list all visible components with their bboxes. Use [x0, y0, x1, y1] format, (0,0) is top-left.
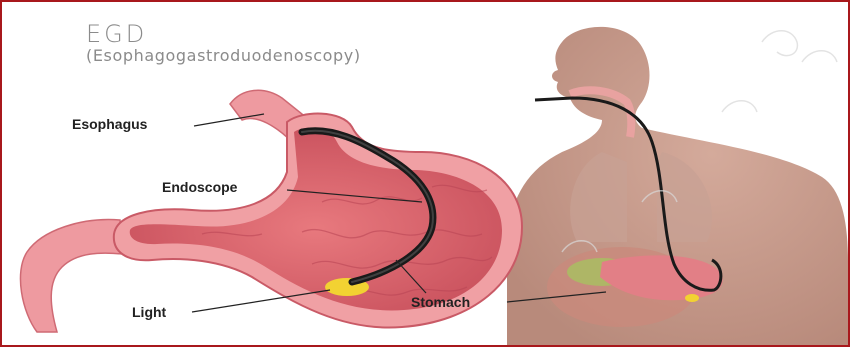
label-stomach: Stomach [411, 294, 470, 310]
label-esophagus: Esophagus [72, 116, 147, 132]
leader-esophagus [194, 114, 264, 126]
label-light: Light [132, 304, 166, 320]
diagram-subtitle: (Esophagogastroduodenoscopy) [86, 46, 361, 65]
label-endoscope: Endoscope [162, 179, 237, 195]
duodenum [20, 220, 122, 332]
diagram-title: EGD [86, 20, 147, 48]
